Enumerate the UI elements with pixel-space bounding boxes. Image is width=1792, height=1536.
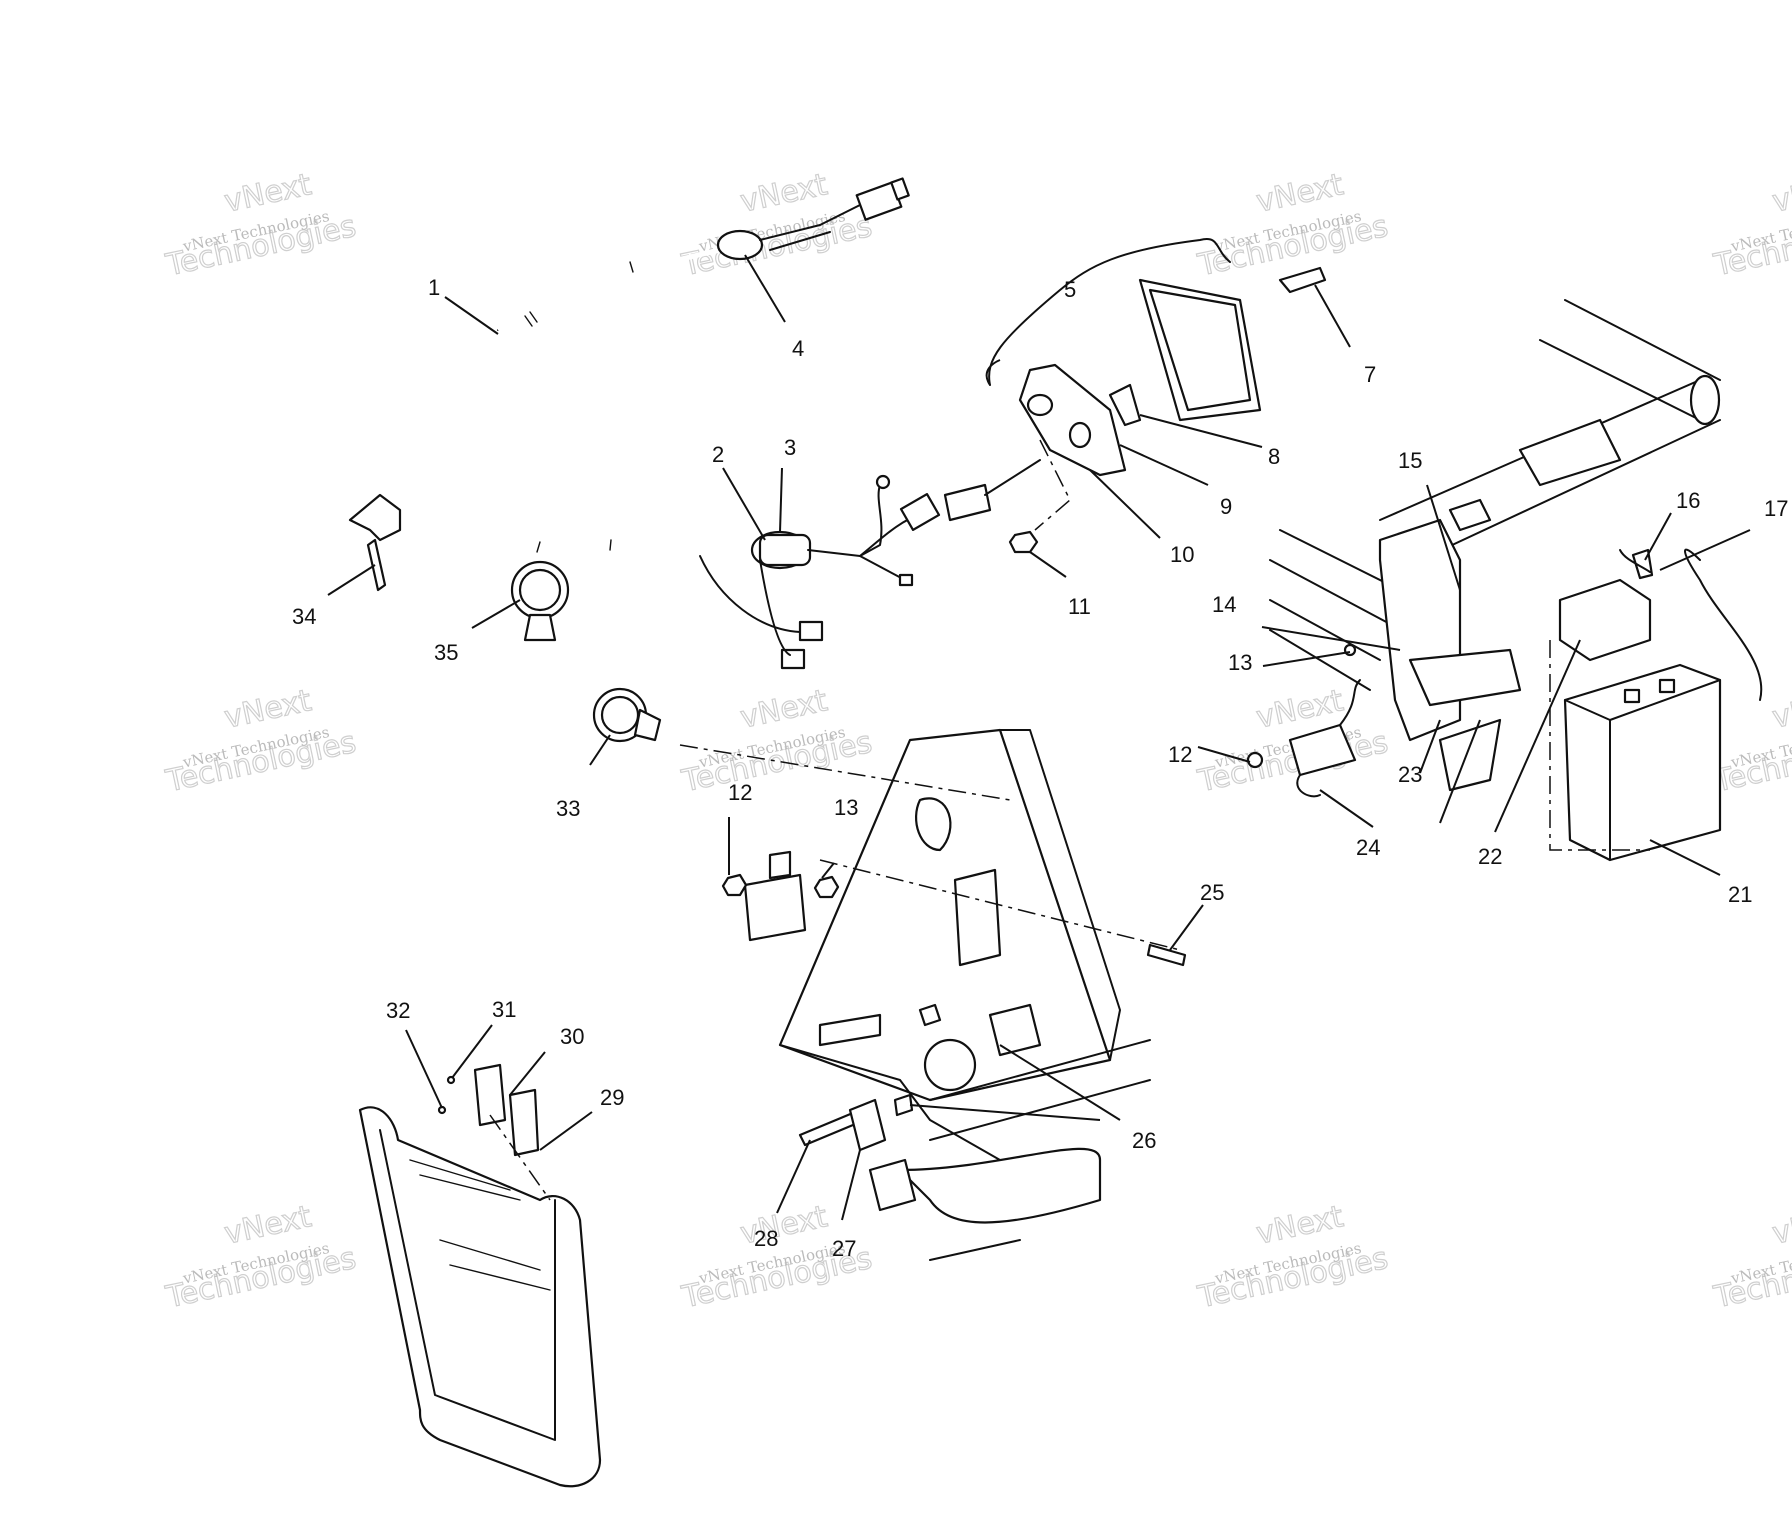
callout-25: 25 bbox=[1200, 880, 1224, 905]
callout-24: 24 bbox=[1356, 835, 1380, 860]
callout-7: 7 bbox=[1364, 362, 1376, 387]
taillight-assembly bbox=[943, 238, 1327, 554]
callout-14: 14 bbox=[1212, 592, 1236, 617]
callout-21: 21 bbox=[1728, 882, 1752, 907]
callout-12b: 12 bbox=[1168, 742, 1192, 767]
callout-22: 22 bbox=[1478, 844, 1502, 869]
callouts: 1 2 3 4 5 7 8 9 10 11 12 12 13 13 14 15 … bbox=[292, 254, 1788, 1261]
callout-17: 17 bbox=[1764, 496, 1788, 521]
callout-32: 32 bbox=[386, 998, 410, 1023]
callout-8: 8 bbox=[1268, 444, 1280, 469]
bolt-clip bbox=[798, 1093, 914, 1152]
wiring-harness bbox=[427, 177, 941, 670]
callout-35: 35 bbox=[434, 640, 458, 665]
callout-13b: 13 bbox=[1228, 650, 1252, 675]
callout-11: 11 bbox=[1068, 594, 1091, 619]
watermark-big-1: vNext bbox=[1769, 167, 1792, 220]
callout-16: 16 bbox=[1676, 488, 1700, 513]
callout-10: 10 bbox=[1170, 542, 1194, 567]
callout-31: 31 bbox=[492, 997, 516, 1022]
callout-30: 30 bbox=[560, 1024, 584, 1049]
callout-28: 28 bbox=[754, 1226, 778, 1251]
callout-27: 27 bbox=[832, 1236, 856, 1261]
callout-1: 1 bbox=[428, 275, 440, 300]
callout-26: 26 bbox=[1132, 1128, 1156, 1153]
front-grille bbox=[358, 1063, 602, 1488]
callout-13a: 13 bbox=[834, 795, 858, 820]
center-panel bbox=[679, 728, 1187, 1261]
callout-2: 2 bbox=[712, 442, 724, 467]
callout-5: 5 bbox=[1064, 277, 1076, 302]
callout-23: 23 bbox=[1398, 762, 1422, 787]
callout-34: 34 bbox=[292, 604, 316, 629]
callout-12a: 12 bbox=[728, 780, 752, 805]
callout-33: 33 bbox=[556, 796, 580, 821]
watermark-big-1: vNext bbox=[1769, 683, 1792, 736]
callout-29: 29 bbox=[600, 1085, 624, 1110]
chassis-frame bbox=[1269, 299, 1721, 792]
callout-9: 9 bbox=[1220, 494, 1232, 519]
clamps bbox=[348, 493, 662, 743]
callout-15: 15 bbox=[1398, 448, 1422, 473]
battery-group bbox=[1549, 548, 1763, 862]
relay-24 bbox=[1246, 643, 1361, 798]
callout-4: 4 bbox=[792, 336, 804, 361]
callout-3: 3 bbox=[784, 435, 796, 460]
watermark-big-1: vNext bbox=[1769, 1199, 1792, 1252]
